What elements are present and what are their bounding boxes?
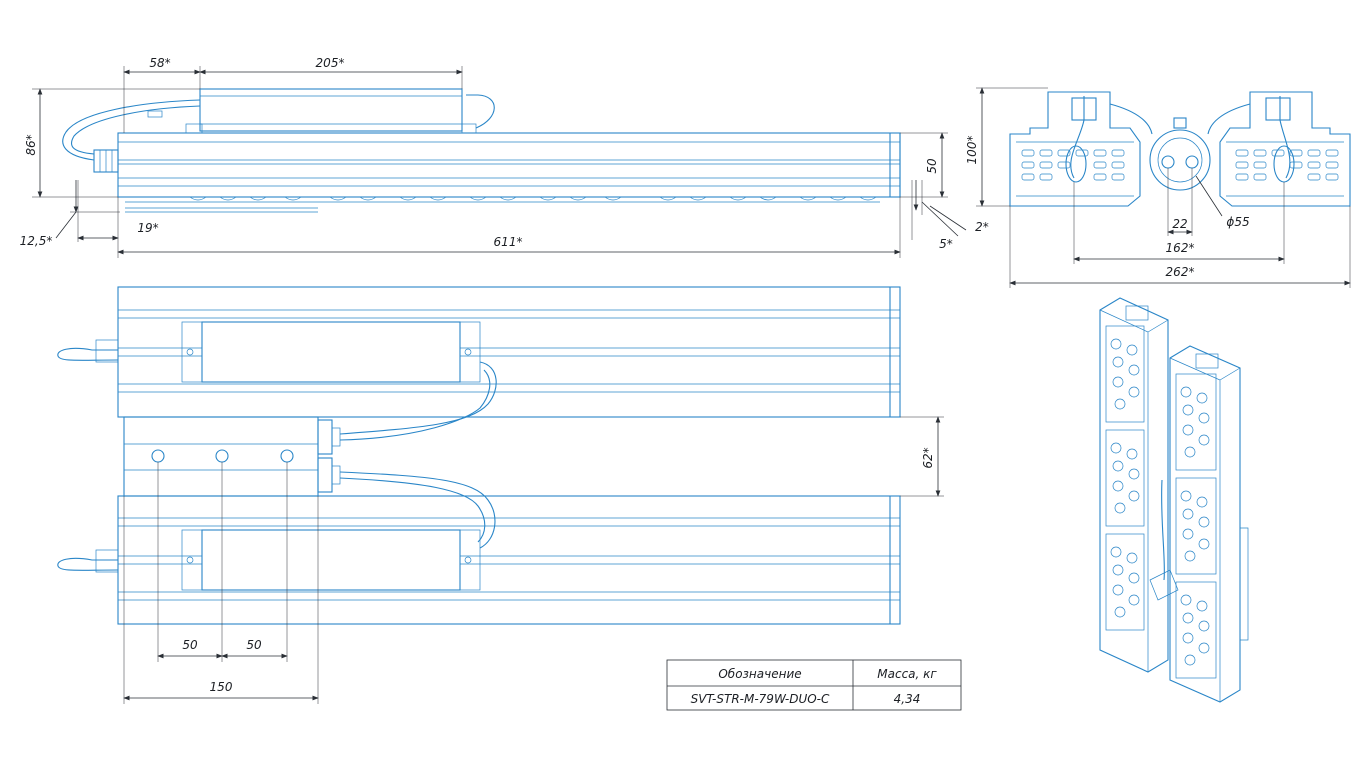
spec-table: Обозначение Масса, кг SVT-STR-M-79W-DUO-… <box>666 659 962 711</box>
dim-19: 19* <box>137 221 158 235</box>
dim-phi55: ϕ55 <box>1226 215 1249 229</box>
dim-2: 2* <box>975 220 989 234</box>
table-header-designation: Обозначение <box>718 667 801 681</box>
dim-100: 100* <box>965 136 979 165</box>
right-bar-leds <box>1180 386 1210 666</box>
dim-62: 62* <box>921 447 935 468</box>
side-view <box>62 88 901 213</box>
isometric-view <box>1099 297 1249 703</box>
side-view-dimensions: 58* 205* 86* 50 611* 19* 12,5* 5* 2* <box>20 56 989 258</box>
dim-50a: 50 <box>182 638 198 652</box>
dim-12-5: 12,5* <box>20 234 53 248</box>
dim-150: 150 <box>210 680 233 694</box>
end-view-dimensions: 100* 22 ϕ55 162* 262* <box>965 87 1351 288</box>
table-header-mass: Масса, кг <box>877 667 937 681</box>
dim-58: 58* <box>149 56 170 70</box>
table-cell-designation: SVT-STR-M-79W-DUO-C <box>691 692 830 706</box>
plan-view <box>57 286 901 625</box>
dim-162: 162* <box>1166 241 1195 255</box>
dim-50: 50 <box>925 158 939 174</box>
plan-view-dimensions: 62* 50 50 150 <box>123 416 944 704</box>
dim-86: 86* <box>24 134 38 155</box>
dim-205: 205* <box>316 56 345 70</box>
dim-611: 611* <box>494 235 523 249</box>
end-view <box>1009 91 1351 207</box>
table-cell-mass: 4,34 <box>894 692 921 706</box>
dim-262: 262* <box>1166 265 1195 279</box>
dim-50b: 50 <box>246 638 262 652</box>
left-bar-leds <box>1110 338 1140 618</box>
dim-5: 5* <box>939 237 953 251</box>
dim-22: 22 <box>1172 217 1187 231</box>
